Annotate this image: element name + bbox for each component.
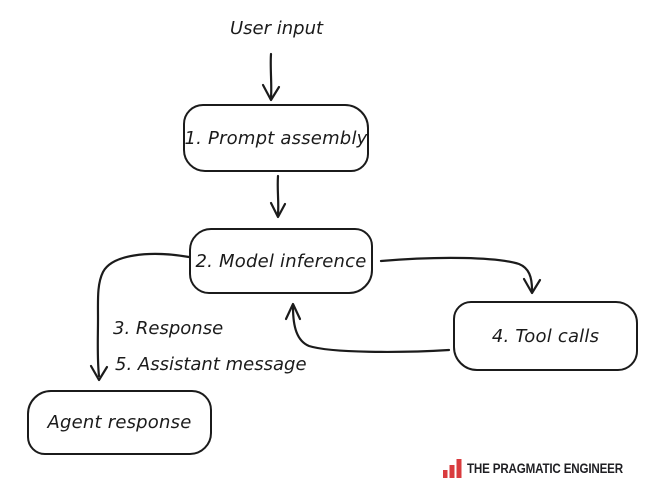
node-tool-calls: 4. Tool calls bbox=[453, 301, 638, 371]
arrow-model-inference-to-agent-response bbox=[89, 252, 191, 382]
node-model-inference-label: 2. Model inference bbox=[195, 250, 367, 272]
arrow-tool-calls-to-model-inference bbox=[284, 302, 451, 353]
node-prompt-assembly-label: 1. Prompt assembly bbox=[184, 127, 368, 149]
node-tool-calls-label: 4. Tool calls bbox=[491, 325, 600, 347]
brand-footer: THE PRAGMATIC ENGINEER bbox=[442, 458, 648, 479]
arrow-user-input-to-prompt-assembly bbox=[261, 52, 281, 102]
brand-name: THE PRAGMATIC ENGINEER bbox=[466, 461, 623, 476]
node-model-inference: 2. Model inference bbox=[189, 228, 373, 294]
node-prompt-assembly: 1. Prompt assembly bbox=[183, 104, 369, 172]
edge-label-response: 3. Response bbox=[113, 318, 224, 339]
bar-chart-icon bbox=[442, 459, 462, 478]
node-agent-response: Agent response bbox=[27, 390, 212, 455]
arrow-model-inference-to-tool-calls bbox=[379, 256, 542, 295]
node-agent-response-label: Agent response bbox=[47, 412, 192, 433]
edge-label-assistant-message: 5. Assistant message bbox=[115, 354, 307, 375]
user-input-label: User input bbox=[230, 18, 324, 39]
arrow-prompt-assembly-to-model-inference bbox=[269, 174, 287, 219]
